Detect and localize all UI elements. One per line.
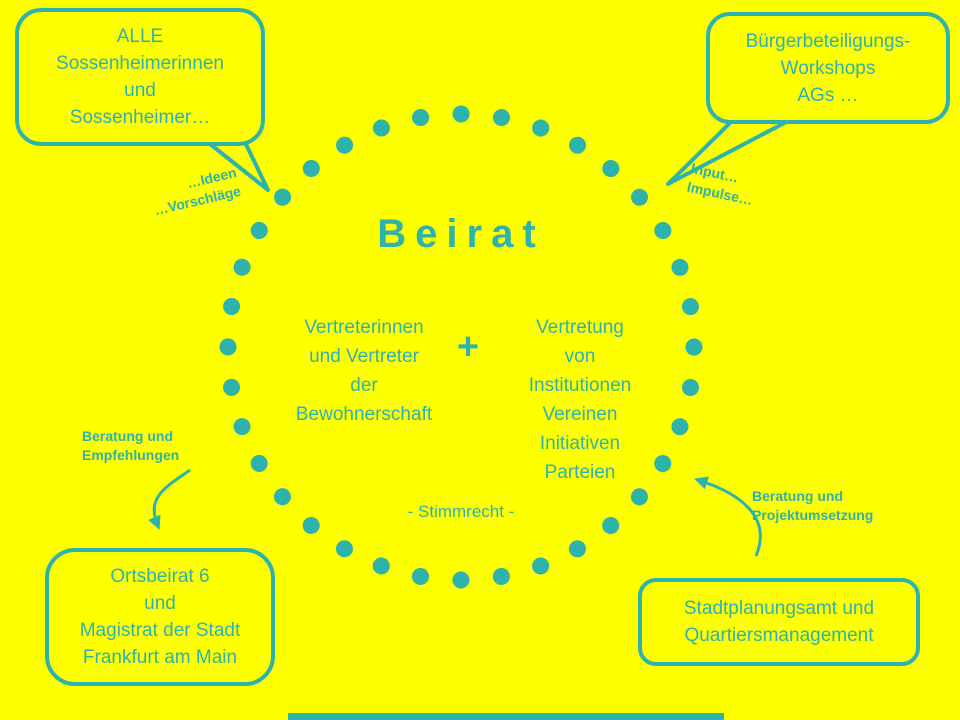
flow-text-line: Beratung und: [82, 428, 173, 444]
dotted-circle: [219, 105, 703, 589]
plus-sign: +: [456, 326, 480, 368]
group-text-line: Vertreterinnen: [304, 317, 424, 338]
callout-text-line: und: [144, 593, 176, 614]
callout-stadtplanungsamt: Stadtplanungsamt und Quartiersmanagement: [638, 578, 920, 666]
group-text-line: Vertretung: [536, 317, 624, 338]
callout-all-residents: ALLE Sossenheimerinnen und Sossenheimer…: [15, 8, 265, 146]
flow-text-line: Beratung und: [752, 488, 843, 504]
group-text-line: Initiativen: [539, 433, 621, 454]
advice-left-arrow: [148, 468, 191, 530]
callout-text-line: Frankfurt am Main: [82, 647, 238, 668]
flow-text-line: Projektumsetzung: [752, 507, 874, 523]
voting-right-note: - Stimmrecht -: [407, 502, 515, 521]
advice-right-label: Beratung und Projektumsetzung: [752, 487, 912, 525]
callout-text-line: AGs …: [797, 84, 859, 106]
callout-workshops: Bürgerbeteiligungs- Workshops AGs …: [706, 12, 950, 124]
callout-text-line: Magistrat der Stadt: [79, 620, 241, 641]
callout-text-line: Sossenheimer…: [69, 107, 211, 128]
institutions-representatives-group: Vertretung von Institutionen Vereinen In…: [494, 313, 666, 487]
residents-representatives-group: Vertreterinnen und Vertreter der Bewohne…: [268, 313, 460, 429]
circle-title: Beirat: [377, 212, 545, 256]
callout-text-line: Bürgerbeteiligungs-: [745, 30, 911, 52]
advice-right-arrow: [694, 476, 762, 557]
group-text-line: der: [350, 375, 378, 396]
advice-left-label: Beratung und Empfehlungen: [82, 427, 207, 465]
callout-ortsbeirat: Ortsbeirat 6 und Magistrat der Stadt Fra…: [45, 548, 275, 686]
callout-text-line: Stadtplanungsamt und: [683, 598, 875, 619]
callout-text-line: Sossenheimerinnen: [56, 53, 224, 74]
group-text-line: Vereinen: [542, 404, 618, 425]
group-text-line: und Vertreter: [309, 346, 419, 367]
callout-text-line: Quartiersmanagement: [684, 625, 874, 646]
callout-text-line: Workshops: [780, 57, 876, 79]
callout-text-line: und: [124, 80, 156, 101]
callout-text-line: ALLE: [116, 26, 164, 47]
group-text-line: Bewohnerschaft: [295, 404, 433, 425]
group-text-line: von: [564, 346, 596, 367]
group-text-line: Institutionen: [528, 375, 632, 396]
bottom-divider: [288, 713, 724, 720]
group-text-line: Parteien: [544, 462, 616, 483]
callout-text-line: Ortsbeirat 6: [110, 566, 210, 587]
flow-text-line: Empfehlungen: [82, 447, 180, 463]
